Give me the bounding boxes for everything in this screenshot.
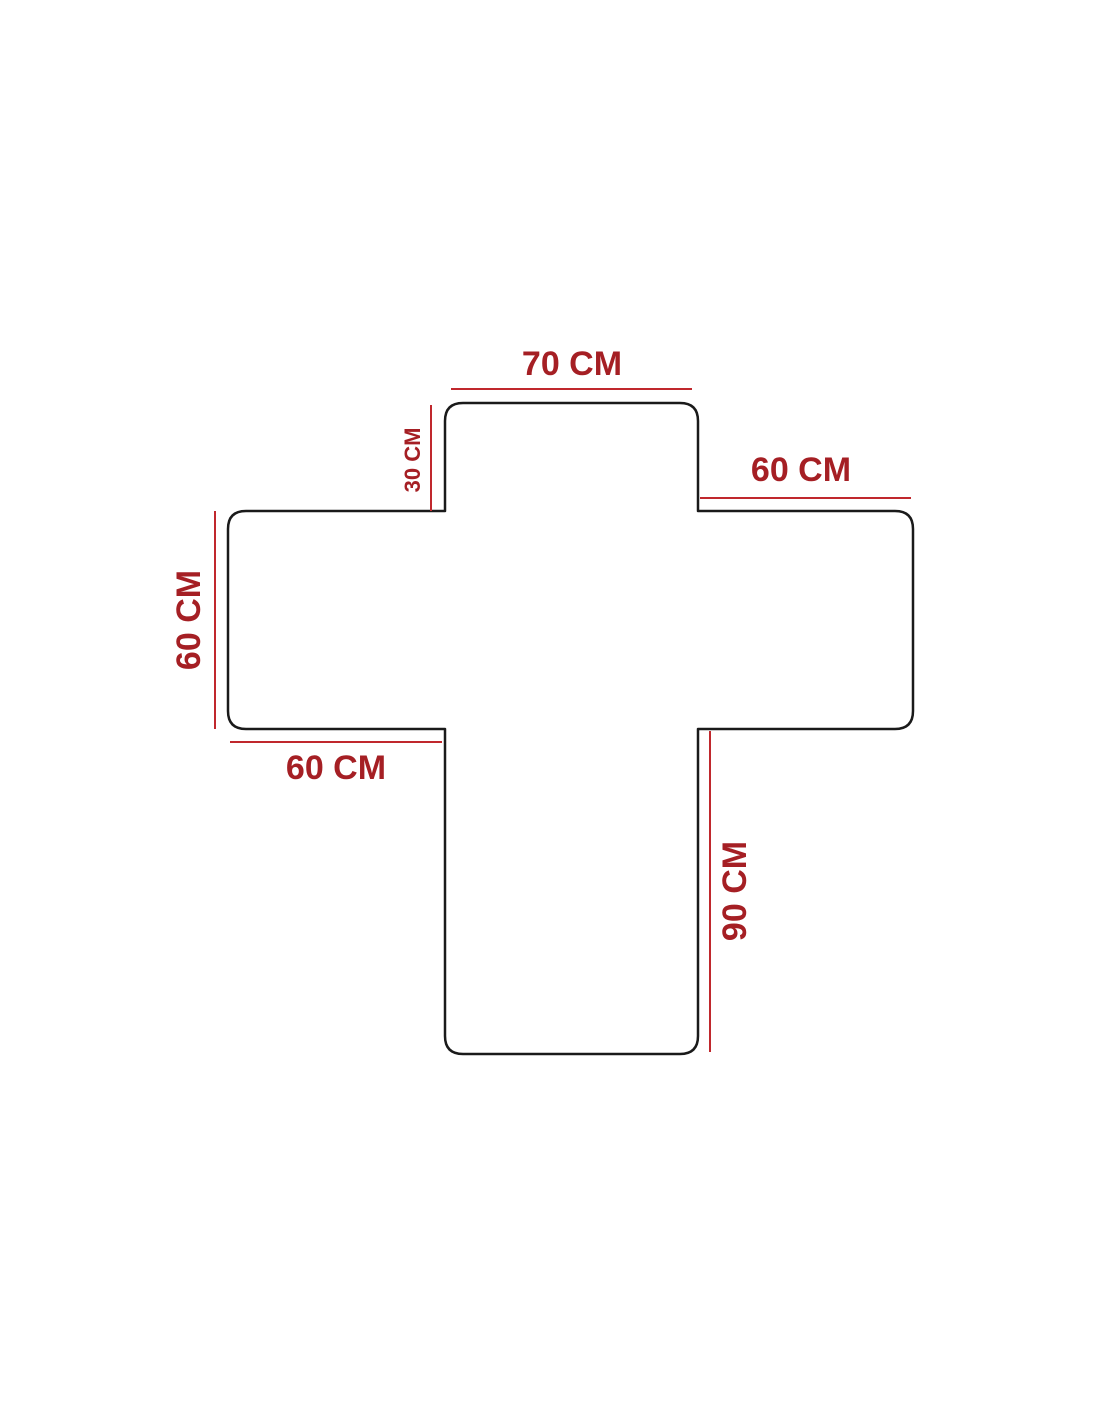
left-arm-length-label: 60 CM xyxy=(286,749,386,787)
right-arm-length-label: 60 CM xyxy=(751,451,851,489)
top-width-label: 70 CM xyxy=(522,345,622,383)
bottom-height-label: 90 CM xyxy=(716,841,754,941)
top-arm-height-label: 30 CM xyxy=(400,428,425,493)
left-arm-height-label: 60 CM xyxy=(170,570,208,670)
cross-outline xyxy=(226,401,915,1056)
